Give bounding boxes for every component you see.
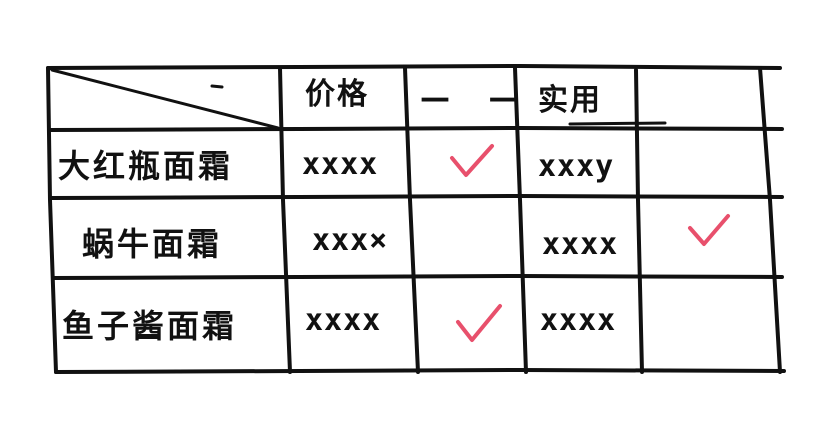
header-practical: 实用 (538, 83, 602, 118)
practical-marks: xxxx (542, 227, 619, 262)
row-label: 鱼子酱面霜 (62, 307, 238, 345)
price-marks: xxxx (305, 303, 382, 338)
practical-marks: xxxy (538, 149, 615, 184)
check-icon (450, 144, 494, 177)
divider-header (48, 126, 784, 132)
price-marks: xxxx (302, 147, 379, 182)
check-icon (688, 214, 730, 246)
price-marks: xxx× (312, 223, 389, 258)
row-label: 大红瓶面霜 (58, 147, 234, 185)
check-icon (456, 304, 502, 342)
border-left (46, 66, 58, 374)
practical-marks: xxxx (540, 303, 617, 338)
col-divider-2 (403, 66, 420, 374)
col-divider-4 (634, 68, 644, 374)
border-top (46, 64, 782, 70)
border-bottom (54, 368, 786, 374)
col-divider-1 (278, 66, 292, 374)
row-label: 蜗牛面霜 (82, 225, 223, 263)
header-diagonal-tick (210, 84, 224, 89)
border-right (758, 66, 782, 374)
col-divider-3 (513, 66, 528, 374)
header-price: 价格 (305, 77, 369, 112)
header-price-continued: — — (420, 81, 533, 116)
divider-row1 (50, 194, 784, 200)
divider-row2 (52, 274, 784, 280)
header-underline (568, 121, 667, 126)
header-diagonal (50, 68, 280, 130)
